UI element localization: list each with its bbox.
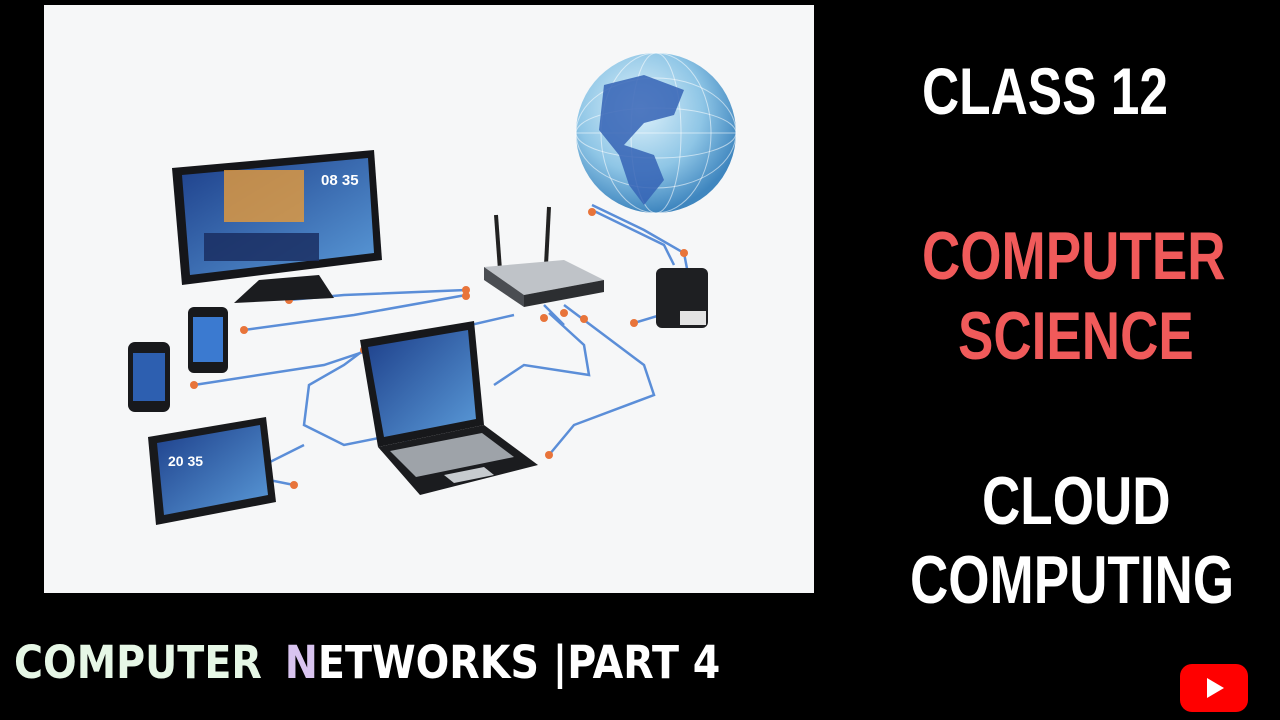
subject-line-2: SCIENCE: [958, 298, 1194, 374]
router-icon: [484, 206, 604, 307]
globe-icon: [575, 52, 737, 214]
external-drive-icon: [656, 268, 708, 328]
topic-line-2: COMPUTING: [910, 542, 1235, 618]
tablet-clock: 20 35: [168, 453, 203, 469]
class-label: CLASS 12: [922, 54, 1169, 128]
monitor-icon: 08 35: [172, 150, 382, 303]
tablet-icon: 20 35: [148, 417, 276, 525]
youtube-play-icon[interactable]: [1180, 664, 1248, 712]
topic-line-1: CLOUD: [982, 463, 1171, 539]
play-triangle-icon: [1207, 678, 1224, 698]
monitor-clock: 08 35: [321, 172, 359, 189]
cable-connectors: [190, 208, 688, 489]
bottom-title-highlight: N: [284, 636, 318, 689]
smartphone-icon: [188, 307, 228, 373]
smartphone-icon: [128, 342, 170, 412]
bottom-title-rest: ETWORKS |PART 4: [317, 636, 721, 689]
bottom-title-word1: COMPUTER: [14, 636, 262, 689]
laptop-icon: [360, 321, 538, 495]
subject-line-1: COMPUTER: [922, 218, 1226, 294]
network-illustration: 08 35 20 35: [44, 5, 814, 593]
